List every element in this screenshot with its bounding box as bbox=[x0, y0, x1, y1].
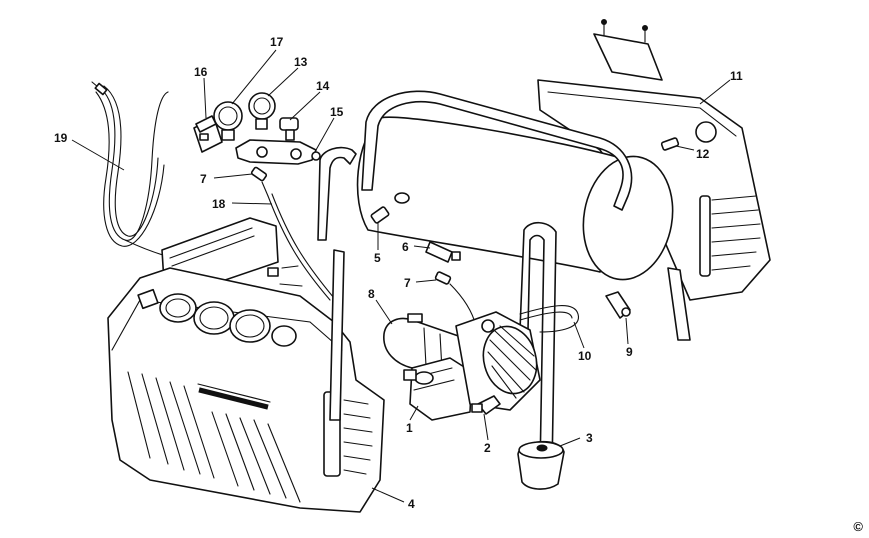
callout-8: 8 bbox=[368, 287, 375, 301]
discharge-tube-10 bbox=[519, 305, 579, 333]
rubber-foot-3 bbox=[517, 440, 565, 490]
power-cord bbox=[91, 81, 191, 263]
callout-9: 9 bbox=[626, 345, 633, 359]
hose-7-upper bbox=[250, 166, 269, 197]
callout-16: 16 bbox=[194, 65, 208, 79]
callout-6: 6 bbox=[402, 240, 409, 254]
callout-17: 17 bbox=[270, 35, 284, 49]
elbow-fitting-2 bbox=[471, 395, 501, 415]
callout-labels: 17 13 14 15 16 19 7 18 5 6 7 8 1 2 3 4 1… bbox=[54, 35, 743, 511]
callout-19: 19 bbox=[54, 131, 68, 145]
drain-valve-5 bbox=[370, 206, 390, 224]
tube-18 bbox=[267, 193, 335, 301]
copyright-symbol: © bbox=[853, 519, 863, 534]
fan-housing bbox=[455, 311, 541, 411]
manifold-15 bbox=[235, 139, 321, 165]
callout-18: 18 bbox=[212, 197, 226, 211]
fitting-6 bbox=[425, 241, 461, 263]
fitting-14 bbox=[279, 117, 299, 141]
callout-2: 2 bbox=[484, 441, 491, 455]
valve-12 bbox=[660, 137, 680, 151]
callout-10: 10 bbox=[578, 349, 592, 363]
callout-3: 3 bbox=[586, 431, 593, 445]
callout-12: 12 bbox=[696, 147, 710, 161]
pump-head-1 bbox=[403, 357, 473, 421]
callout-14: 14 bbox=[316, 79, 330, 93]
callout-4: 4 bbox=[408, 497, 415, 511]
air-tank bbox=[356, 116, 674, 281]
callout-1: 1 bbox=[406, 421, 413, 435]
callout-11: 11 bbox=[730, 69, 743, 83]
safety-valve-9 bbox=[605, 291, 631, 319]
pressure-gauge-13 bbox=[248, 92, 276, 130]
callout-7-lower: 7 bbox=[404, 276, 411, 290]
callout-13: 13 bbox=[294, 55, 308, 69]
callout-5: 5 bbox=[374, 251, 381, 265]
switch-part bbox=[193, 115, 223, 153]
callout-15: 15 bbox=[330, 105, 344, 119]
callout-7-upper: 7 bbox=[200, 172, 207, 186]
pressure-gauge-17 bbox=[213, 101, 243, 141]
leader-lines bbox=[71, 49, 731, 503]
hose-7-lower bbox=[434, 271, 477, 327]
frame-handle bbox=[317, 90, 691, 471]
control-housing-4 bbox=[107, 217, 385, 513]
